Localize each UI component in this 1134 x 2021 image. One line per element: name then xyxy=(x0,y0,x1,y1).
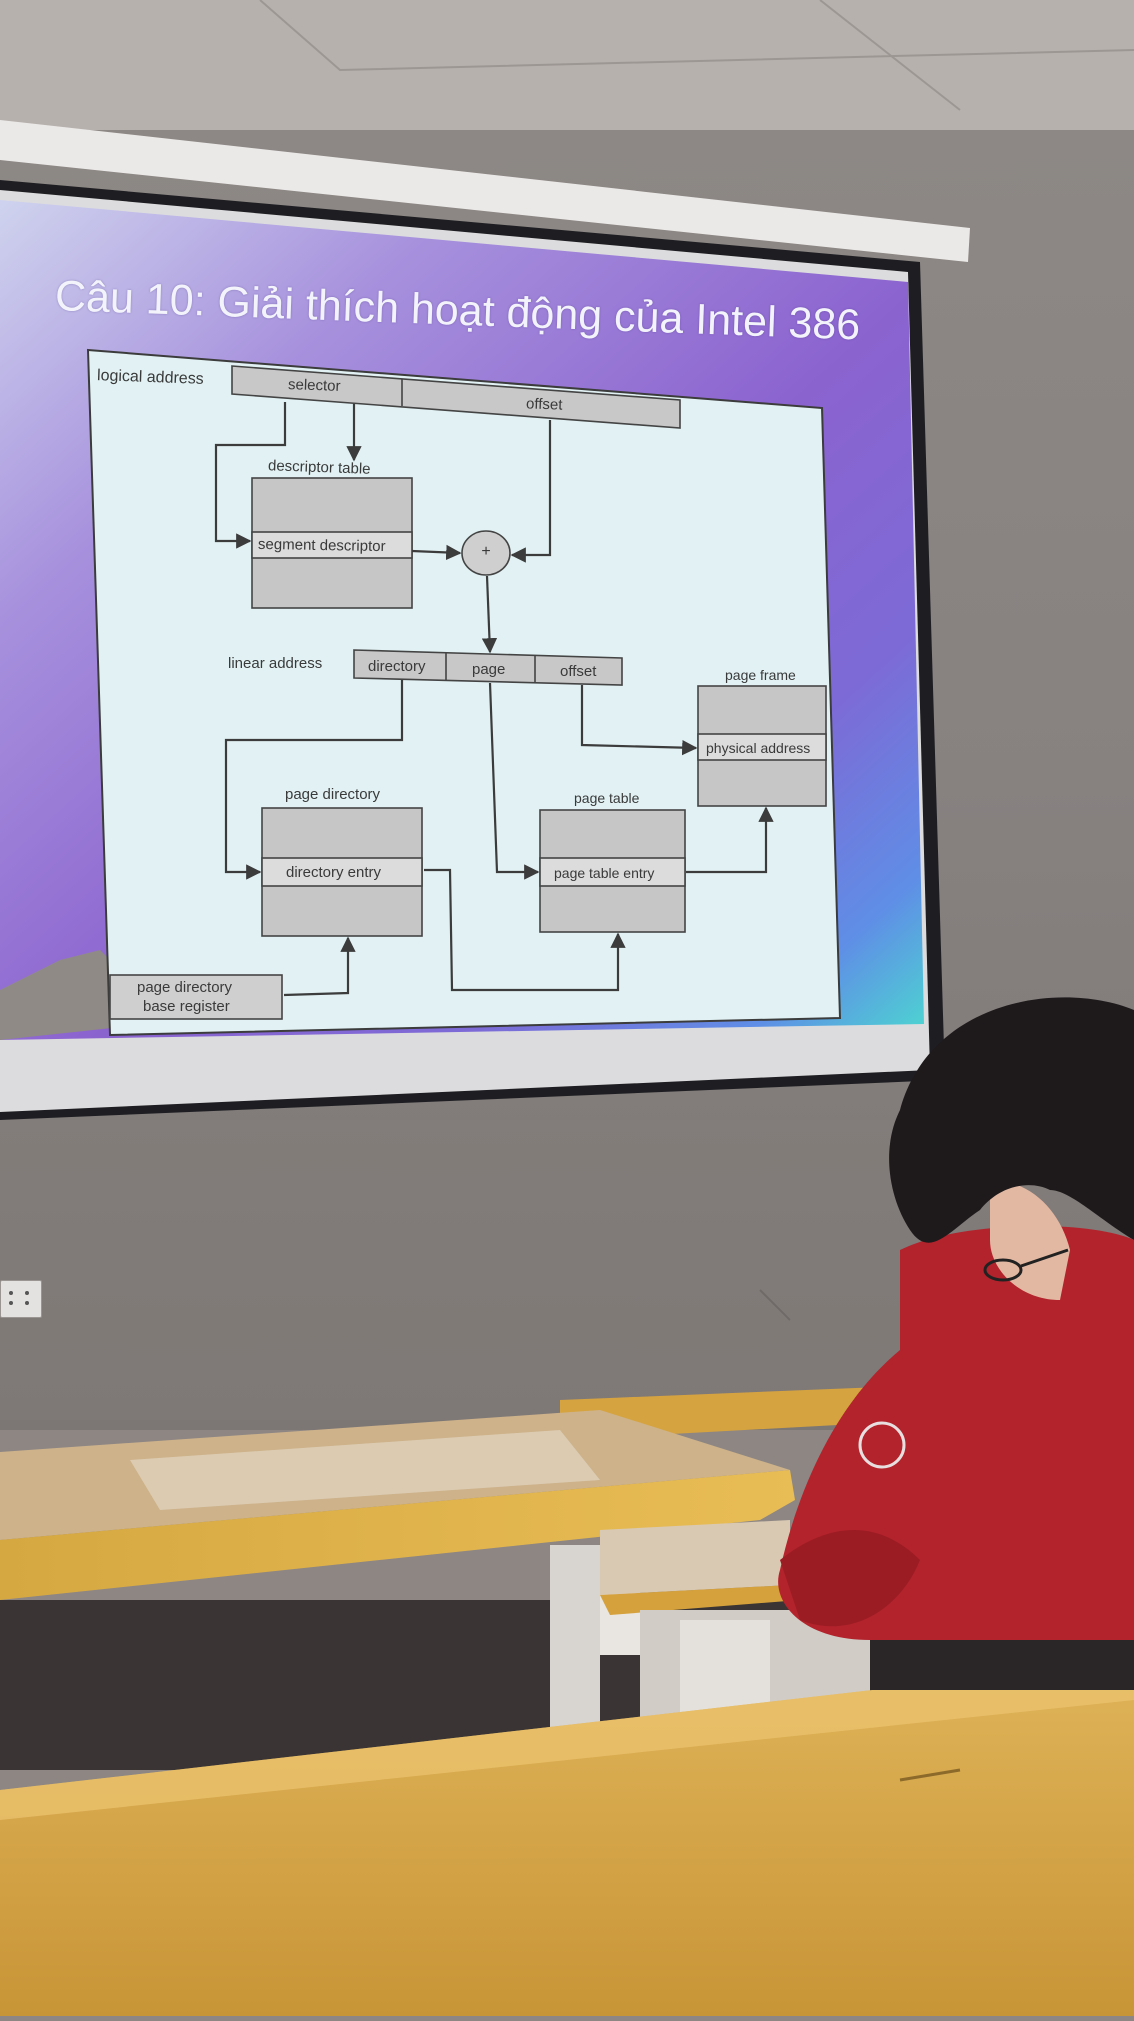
label-page-table-entry: page table entry xyxy=(554,865,655,881)
label-segment-descriptor: segment descriptor xyxy=(257,535,386,556)
label-directory-entry: directory entry xyxy=(286,864,382,881)
label-selector: selector xyxy=(287,376,341,395)
diagram-arrows xyxy=(214,402,774,997)
screen-housing xyxy=(0,120,970,262)
diagram-shapes xyxy=(109,365,827,1020)
ceiling xyxy=(0,0,1134,140)
label-linear-address: linear address xyxy=(228,655,323,672)
student xyxy=(778,997,1134,1690)
label-page-frame: page frame xyxy=(725,667,796,683)
label-directory: directory xyxy=(368,658,426,675)
label-pdbr-line1: page directory xyxy=(137,979,233,996)
label-page-directory: page directory xyxy=(285,786,381,803)
label-page: page xyxy=(472,661,506,678)
label-page-table: page table xyxy=(574,790,640,806)
back-desk xyxy=(560,1385,930,1440)
label-descriptor-table: descriptor table xyxy=(267,457,371,478)
desk-leg xyxy=(550,1545,600,1730)
label-offset-linear: offset xyxy=(560,663,597,680)
label-physical-address: physical address xyxy=(706,740,811,756)
label-pdbr-line2: base register xyxy=(143,998,230,1015)
label-offset-top: offset xyxy=(525,395,563,414)
label-adder: + xyxy=(481,543,491,560)
wall-outlet xyxy=(0,1280,42,1318)
front-desk xyxy=(0,1660,1134,2016)
